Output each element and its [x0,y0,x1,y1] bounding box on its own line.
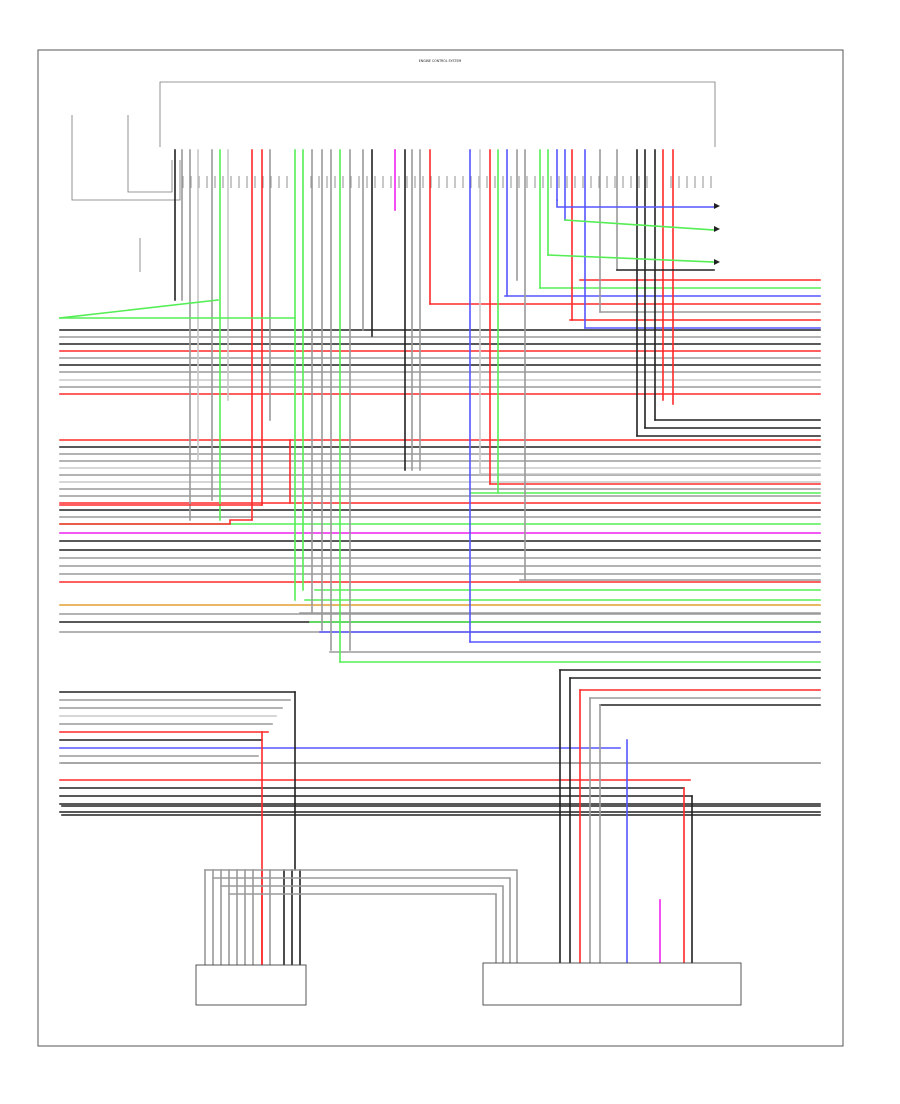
wire-bl-bus [204,869,518,966]
wire-harness [59,149,821,966]
sensor-lead-2 [127,115,173,193]
arrow-icon [714,226,720,232]
ecm-bracket [159,81,716,147]
arrow-icon [714,259,720,265]
wire-to-module [547,254,715,263]
wire-elbow [59,519,253,525]
sensor-lead-1 [71,115,181,201]
bottom-left-module-box [195,964,307,1006]
wire-to-module [564,219,715,231]
arrow-icon [714,203,720,209]
wire-bl-bus [220,885,504,966]
wire-bl-bus [228,893,497,966]
wire-bl-bus [212,877,511,966]
bottom-right-module-box [482,962,742,1006]
wire-to-module [556,199,715,208]
title-line-1: ENGINE CONTROL SYSTEM [419,59,462,63]
ecm-connector-pins [174,176,712,188]
wire-elbow [59,299,219,319]
diagram-frame [37,49,844,1047]
